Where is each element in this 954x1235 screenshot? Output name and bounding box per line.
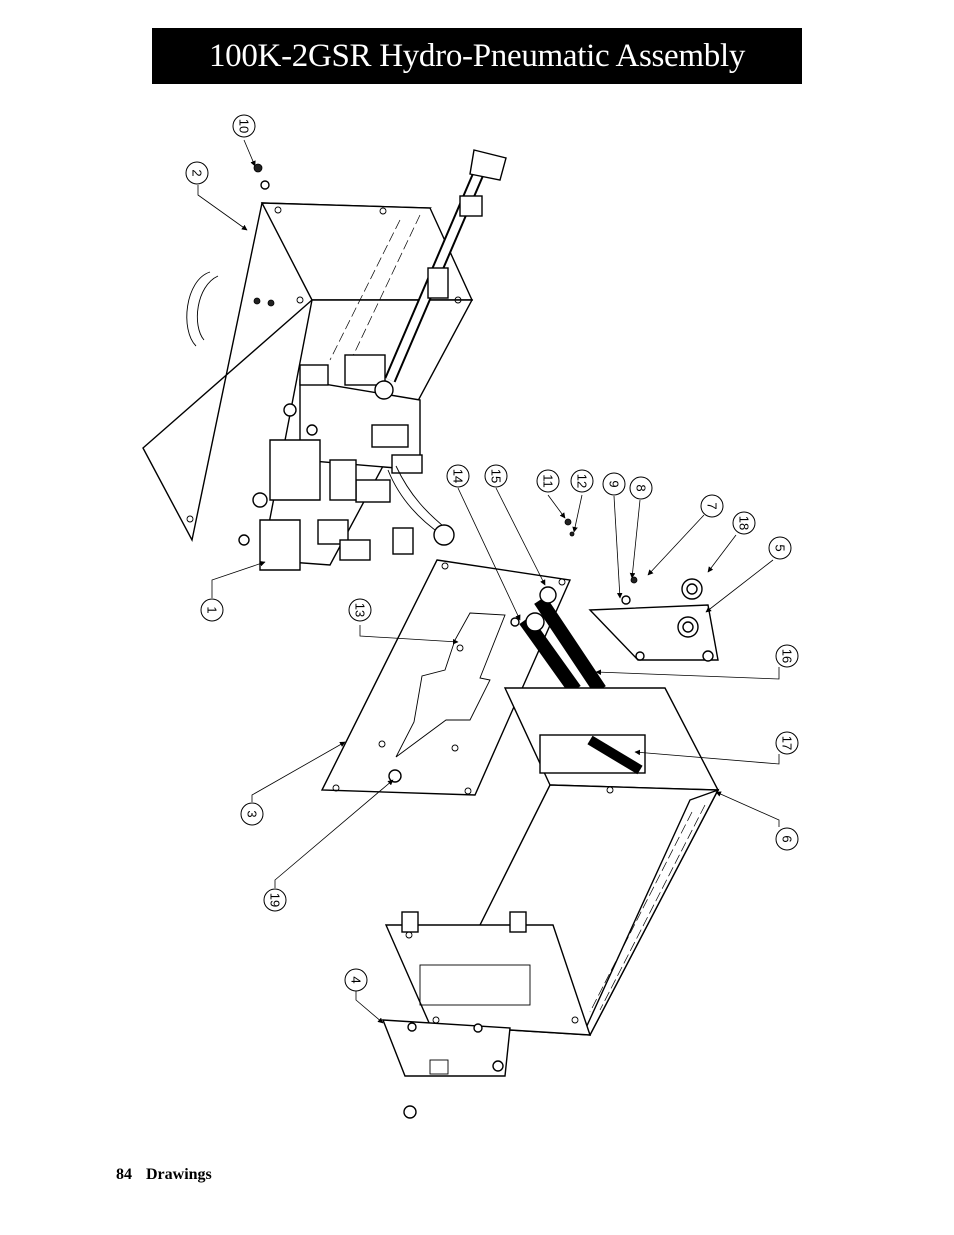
svg-text:15: 15 — [489, 469, 504, 483]
svg-text:18: 18 — [737, 516, 752, 530]
svg-text:4: 4 — [349, 976, 364, 983]
svg-text:12: 12 — [575, 474, 590, 488]
leader-lines — [197, 139, 780, 1024]
callout-16: 16 — [775, 644, 799, 668]
callout-12: 12 — [570, 469, 594, 493]
page-footer: 84 Drawings — [116, 1166, 226, 1184]
callout-7: 7 — [700, 494, 724, 518]
callout-9: 9 — [602, 472, 626, 496]
page-title: 100K-2GSR Hydro-Pneumatic Assembly — [152, 28, 802, 84]
svg-text:2: 2 — [190, 169, 205, 176]
bottom-plate — [381, 1019, 511, 1119]
cable-plate — [564, 518, 719, 662]
callout-19: 19 — [263, 888, 287, 912]
svg-text:5: 5 — [773, 544, 788, 551]
cable-bundles — [510, 586, 606, 695]
svg-text:6: 6 — [780, 835, 795, 842]
svg-text:11: 11 — [541, 474, 556, 488]
page-number: 84 — [116, 1166, 132, 1183]
callout-15: 15 — [484, 464, 508, 488]
callout-3: 3 — [240, 802, 264, 826]
svg-text:17: 17 — [780, 736, 795, 750]
callout-4: 4 — [344, 968, 368, 992]
callout-5: 5 — [768, 536, 792, 560]
svg-text:10: 10 — [237, 119, 252, 133]
callout-6: 6 — [775, 827, 799, 851]
main-enclosure — [384, 687, 720, 1037]
valve-manifold — [238, 354, 423, 571]
callout-14: 14 — [446, 464, 470, 488]
section-name: Drawings — [146, 1166, 212, 1183]
callout-10: 10 — [232, 114, 256, 138]
svg-text:13: 13 — [353, 603, 368, 617]
callout-1: 1 — [200, 598, 224, 622]
svg-text:8: 8 — [634, 484, 649, 491]
callout-8: 8 — [629, 476, 653, 500]
svg-text:1: 1 — [205, 606, 220, 613]
svg-text:7: 7 — [705, 502, 720, 509]
svg-text:16: 16 — [780, 649, 795, 663]
callout-2: 2 — [185, 161, 209, 185]
hydraulic-hose — [384, 149, 507, 555]
svg-text:14: 14 — [451, 469, 466, 483]
callout-13: 13 — [348, 598, 372, 622]
svg-text:19: 19 — [268, 893, 283, 907]
base-plate — [320, 559, 572, 796]
callout-17: 17 — [775, 731, 799, 755]
callout-18: 18 — [732, 511, 756, 535]
svg-text:9: 9 — [607, 480, 622, 487]
hardware — [253, 163, 270, 190]
svg-text:3: 3 — [245, 810, 260, 817]
callout-11: 11 — [536, 469, 560, 493]
page-title-text: 100K-2GSR Hydro-Pneumatic Assembly — [208, 37, 746, 74]
